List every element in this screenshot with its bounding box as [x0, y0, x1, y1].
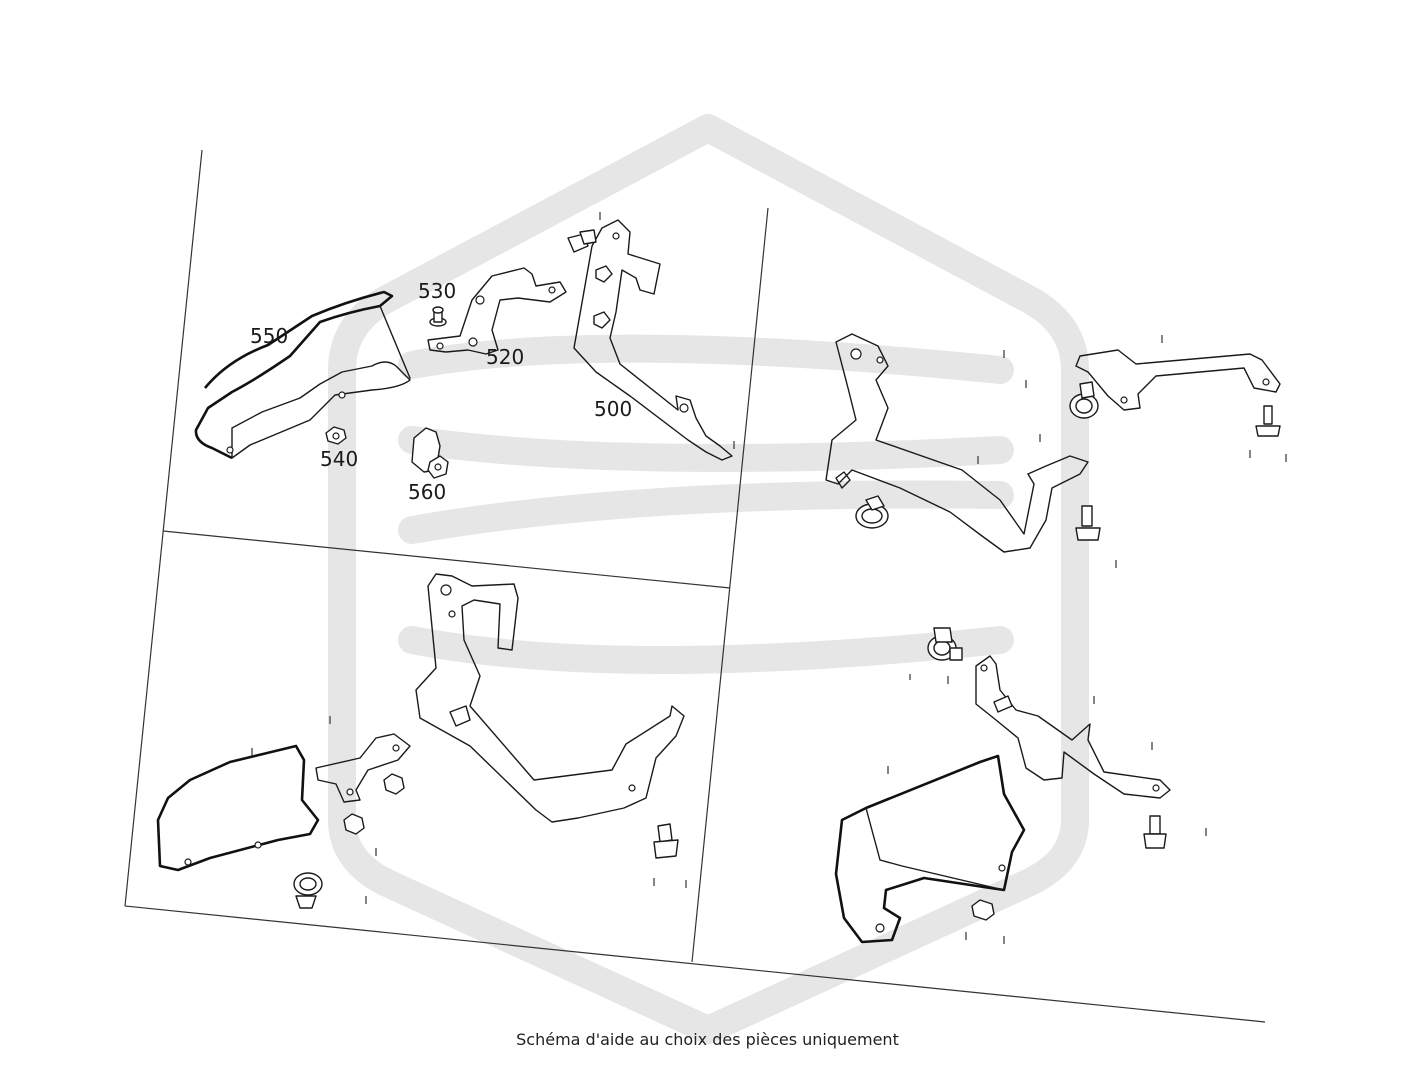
clamp-top-right-b — [1069, 381, 1099, 419]
label-540: 540 — [320, 447, 358, 471]
stud-530 — [429, 306, 447, 327]
label-520: 520 — [486, 345, 524, 369]
bracket-520 — [427, 267, 567, 355]
bolt-bottom-left — [653, 823, 679, 859]
bracket-assembly-top-right — [825, 333, 1089, 553]
scatter-marks — [251, 212, 1287, 944]
nut-bottom-right — [971, 899, 995, 921]
stud-top — [567, 229, 597, 253]
part-labels: 550 530 520 500 540 560 — [250, 279, 632, 504]
label-500: 500 — [594, 397, 632, 421]
bracket-bottom-left-large — [415, 573, 685, 823]
bracket-bottom-right — [975, 655, 1171, 799]
diagram-caption: Schéma d'aide au choix des pièces unique… — [516, 1030, 899, 1049]
watermark-logo — [328, 114, 1089, 1044]
clamp-bottom-left — [293, 872, 323, 909]
label-530: 530 — [418, 279, 456, 303]
bracket-bottom-left-small — [315, 733, 411, 803]
bracket-500 — [573, 219, 733, 461]
shield-bottom-right — [834, 754, 1026, 944]
clamp-560 — [411, 427, 449, 479]
nut-bottom-left-b — [343, 813, 365, 835]
bolt-top-right-a — [1255, 405, 1281, 437]
nut-bottom-left-a — [383, 773, 405, 795]
bracket-550 — [194, 290, 411, 460]
label-550: 550 — [250, 324, 288, 348]
nut-540 — [325, 426, 347, 445]
label-560: 560 — [408, 480, 446, 504]
bracket-top-right-b — [1075, 349, 1281, 411]
clamp-bottom-right — [927, 627, 963, 661]
panel-frame — [124, 149, 1266, 1023]
clamp-top-right-a — [855, 495, 889, 529]
shield-bottom-left — [156, 744, 320, 872]
bolt-bottom-right — [1143, 815, 1167, 849]
bolt-top-right-b — [1075, 505, 1101, 541]
